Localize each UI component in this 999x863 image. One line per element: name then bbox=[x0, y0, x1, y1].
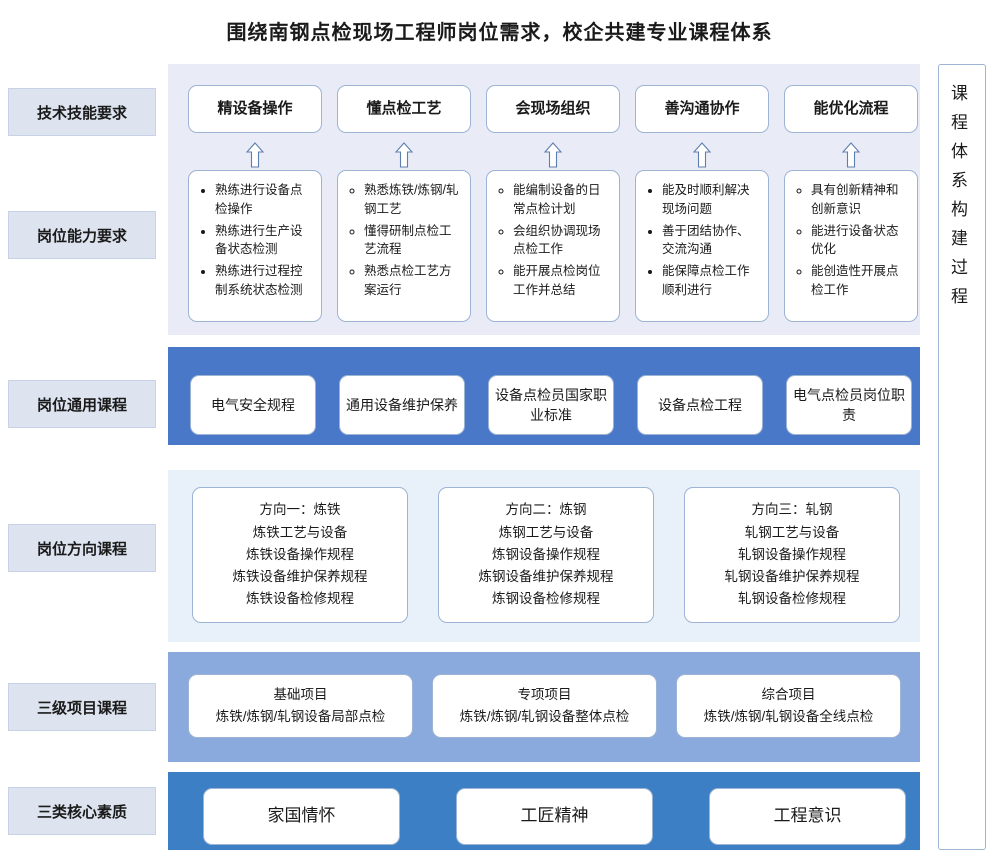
row-label-text: 三级项目课程 bbox=[36, 699, 127, 717]
direction-course-item: 炼铁设备操作规程 bbox=[246, 546, 354, 562]
ability-item: 熟练进行过程控制系统状态检测 bbox=[215, 262, 313, 300]
direction-course-item: 轧钢设备检修规程 bbox=[738, 591, 846, 607]
general-course-card-4[interactable]: 设备点检工程 bbox=[637, 375, 763, 435]
direction-course-item: 轧钢工艺与设备 bbox=[744, 524, 840, 540]
skill-card-2[interactable]: 懂点检工艺 bbox=[337, 85, 471, 133]
core-quality-label: 工匠精神 bbox=[520, 806, 589, 826]
ability-item: 具有创新精神和创新意识 bbox=[811, 181, 909, 219]
row-label-text: 岗位方向课程 bbox=[36, 540, 127, 558]
ability-item: 熟练进行设备点检操作 bbox=[215, 181, 313, 219]
project-course-card-2[interactable]: 专项项目 炼铁/炼钢/轧钢设备整体点检 bbox=[432, 674, 657, 738]
up-arrow-icon-2 bbox=[395, 142, 413, 168]
skill-card-3[interactable]: 会现场组织 bbox=[486, 85, 620, 133]
direction-course-item: 轧钢设备维护保养规程 bbox=[724, 569, 860, 585]
core-quality-card-2[interactable]: 工匠精神 bbox=[456, 788, 653, 845]
ability-item: 能及时顺利解决现场问题 bbox=[662, 181, 760, 219]
up-arrow-icon-5 bbox=[842, 142, 860, 168]
skill-card-1[interactable]: 精设备操作 bbox=[188, 85, 322, 133]
up-arrow-icon-4 bbox=[693, 142, 711, 168]
direction-course-item: 炼钢设备操作规程 bbox=[492, 546, 600, 562]
ability-item: 能开展点检岗位工作并总结 bbox=[513, 262, 611, 300]
direction-course-item: 炼铁工艺与设备 bbox=[252, 524, 348, 540]
general-course-label: 通用设备维护保养 bbox=[346, 396, 458, 413]
row-label-text: 岗位通用课程 bbox=[36, 396, 127, 414]
project-course-head: 综合项目 bbox=[761, 687, 816, 703]
direction-course-card-2[interactable]: 方向二：炼钢 炼钢工艺与设备 炼钢设备操作规程 炼钢设备维护保养规程 炼钢设备检… bbox=[438, 487, 654, 623]
skill-card-label: 善沟通协作 bbox=[664, 100, 740, 118]
skill-card-4[interactable]: 善沟通协作 bbox=[635, 85, 769, 133]
row-label-core-quality: 三类核心素质 bbox=[8, 787, 156, 835]
project-course-card-1[interactable]: 基础项目 炼铁/炼钢/轧钢设备局部点检 bbox=[188, 674, 413, 738]
general-course-card-5[interactable]: 电气点检员岗位职责 bbox=[786, 375, 912, 435]
row-label-general-course: 岗位通用课程 bbox=[8, 380, 156, 428]
page-title: 围绕南钢点检现场工程师岗位需求，校企共建专业课程体系 bbox=[226, 22, 773, 44]
row-label-job-ability: 岗位能力要求 bbox=[8, 211, 156, 259]
project-course-desc: 炼铁/炼钢/轧钢设备局部点检 bbox=[215, 709, 386, 724]
skill-card-label: 精设备操作 bbox=[217, 100, 293, 118]
row-label-direction-course: 岗位方向课程 bbox=[8, 524, 156, 572]
right-axis-bar bbox=[938, 64, 986, 850]
general-course-card-2[interactable]: 通用设备维护保养 bbox=[339, 375, 465, 435]
general-course-card-1[interactable]: 电气安全规程 bbox=[190, 375, 316, 435]
row-label-project-course: 三级项目课程 bbox=[8, 683, 156, 731]
ability-item: 熟练进行生产设备状态检测 bbox=[215, 222, 313, 260]
direction-course-item: 炼铁设备检修规程 bbox=[246, 591, 354, 607]
ability-card-1[interactable]: 熟练进行设备点检操作 熟练进行生产设备状态检测 熟练进行过程控制系统状态检测 bbox=[188, 170, 322, 322]
direction-course-head: 方向二：炼钢 bbox=[505, 502, 587, 518]
general-course-label: 电气点检员岗位职责 bbox=[793, 386, 905, 423]
general-course-label: 电气安全规程 bbox=[211, 396, 295, 413]
project-course-head: 基础项目 bbox=[273, 687, 328, 703]
general-course-card-3[interactable]: 设备点检员国家职业标准 bbox=[488, 375, 614, 435]
general-course-label: 设备点检工程 bbox=[658, 396, 742, 413]
ability-item: 熟悉炼铁/炼钢/轧钢工艺 bbox=[364, 181, 462, 219]
ability-item: 懂得研制点检工艺流程 bbox=[364, 222, 462, 260]
direction-course-head: 方向三：轧钢 bbox=[751, 502, 833, 518]
project-course-card-3[interactable]: 综合项目 炼铁/炼钢/轧钢设备全线点检 bbox=[676, 674, 901, 738]
row-label-text: 岗位能力要求 bbox=[36, 227, 127, 245]
skill-card-5[interactable]: 能优化流程 bbox=[784, 85, 918, 133]
direction-course-head: 方向一：炼铁 bbox=[259, 502, 341, 518]
core-quality-label: 家国情怀 bbox=[267, 806, 336, 826]
project-course-desc: 炼铁/炼钢/轧钢设备全线点检 bbox=[703, 709, 874, 724]
right-axis-column: 课程体系构建过程 bbox=[934, 64, 990, 850]
row-label-text: 三类核心素质 bbox=[36, 803, 127, 821]
general-course-label: 设备点检员国家职业标准 bbox=[495, 386, 607, 423]
direction-course-item: 炼钢设备维护保养规程 bbox=[478, 569, 614, 585]
row-label-technical-skill: 技术技能要求 bbox=[8, 88, 156, 136]
direction-course-card-3[interactable]: 方向三：轧钢 轧钢工艺与设备 轧钢设备操作规程 轧钢设备维护保养规程 轧钢设备检… bbox=[684, 487, 900, 623]
ability-item: 能进行设备状态优化 bbox=[811, 222, 909, 260]
skill-card-label: 能优化流程 bbox=[813, 100, 889, 118]
direction-course-item: 炼钢工艺与设备 bbox=[498, 524, 594, 540]
ability-item: 会组织协调现场点检工作 bbox=[513, 222, 611, 260]
row-label-text: 技术技能要求 bbox=[36, 104, 127, 122]
ability-card-2[interactable]: 熟悉炼铁/炼钢/轧钢工艺 懂得研制点检工艺流程 熟悉点检工艺方案运行 bbox=[337, 170, 471, 322]
direction-course-item: 炼铁设备维护保养规程 bbox=[232, 569, 368, 585]
core-quality-card-3[interactable]: 工程意识 bbox=[709, 788, 906, 845]
ability-item: 熟悉点检工艺方案运行 bbox=[364, 262, 462, 300]
ability-card-5[interactable]: 具有创新精神和创新意识 能进行设备状态优化 能创造性开展点检工作 bbox=[784, 170, 918, 322]
ability-item: 能创造性开展点检工作 bbox=[811, 262, 909, 300]
direction-course-item: 轧钢设备操作规程 bbox=[738, 546, 846, 562]
right-axis-label: 课程体系构建过程 bbox=[948, 84, 967, 316]
project-course-head: 专项项目 bbox=[517, 687, 572, 703]
ability-item: 善于团结协作、交流沟通 bbox=[662, 222, 760, 260]
direction-course-item: 炼钢设备检修规程 bbox=[492, 591, 600, 607]
core-quality-label: 工程意识 bbox=[773, 806, 842, 826]
skill-card-label: 会现场组织 bbox=[515, 100, 591, 118]
ability-item: 能保障点检工作顺利进行 bbox=[662, 262, 760, 300]
project-course-desc: 炼铁/炼钢/轧钢设备整体点检 bbox=[459, 709, 630, 724]
ability-card-3[interactable]: 能编制设备的日常点检计划 会组织协调现场点检工作 能开展点检岗位工作并总结 bbox=[486, 170, 620, 322]
ability-item: 能编制设备的日常点检计划 bbox=[513, 181, 611, 219]
core-quality-card-1[interactable]: 家国情怀 bbox=[203, 788, 400, 845]
up-arrow-icon-1 bbox=[246, 142, 264, 168]
skill-card-label: 懂点检工艺 bbox=[366, 100, 442, 118]
up-arrow-icon-3 bbox=[544, 142, 562, 168]
ability-card-4[interactable]: 能及时顺利解决现场问题 善于团结协作、交流沟通 能保障点检工作顺利进行 bbox=[635, 170, 769, 322]
direction-course-card-1[interactable]: 方向一：炼铁 炼铁工艺与设备 炼铁设备操作规程 炼铁设备维护保养规程 炼铁设备检… bbox=[192, 487, 408, 623]
